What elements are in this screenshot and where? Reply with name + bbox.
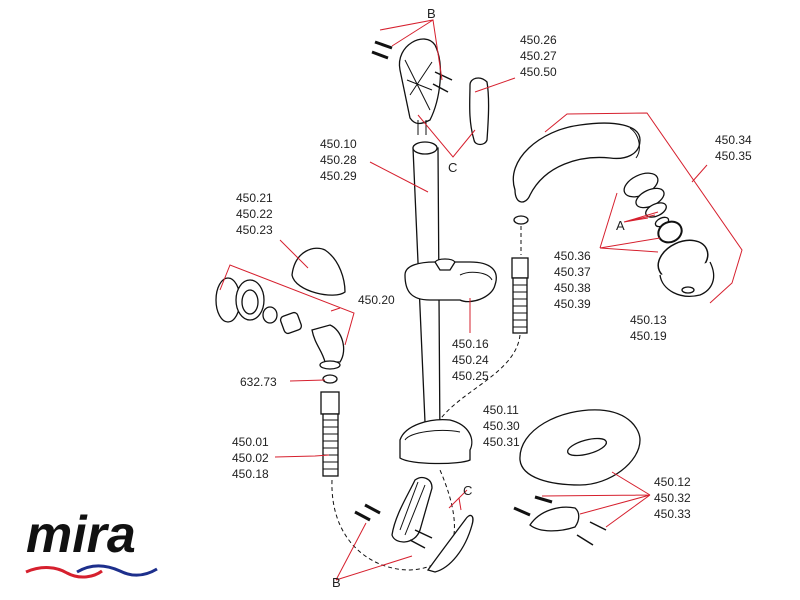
spray-plate-parts [623, 172, 715, 297]
mira-logo: mira [25, 506, 158, 579]
label-outlet-cover: 450.21 450.22 450.23 [236, 191, 273, 237]
hose [320, 391, 340, 477]
label-washer: 632.73 [240, 375, 277, 389]
label-slider: 450.16 450.24 450.25 [452, 337, 489, 383]
top-bracket [371, 38, 453, 135]
handset-washer [513, 215, 529, 225]
letter-c-bottom: C [463, 483, 473, 498]
letter-b-top: B [427, 6, 436, 21]
letter-b-bottom: B [332, 575, 341, 590]
soap-dish-bracket [513, 495, 607, 546]
letter-a: A [616, 218, 625, 233]
handset-hose-end [511, 257, 529, 334]
label-lower-bracket: 450.11 450.30 450.31 [483, 403, 520, 449]
outlet-elbow-kit [215, 277, 345, 370]
soap-dish [519, 409, 641, 486]
outlet-cover [291, 247, 346, 296]
label-handset-holder-cover: 450.26 450.27 450.50 [520, 33, 557, 79]
label-spray-plate-parts: 450.36 450.37 450.38 450.39 [554, 249, 591, 311]
leader-lines [219, 19, 743, 581]
top-bracket-cover [469, 77, 490, 146]
label-soap-dish: 450.12 450.32 450.33 [654, 475, 691, 521]
washer [322, 374, 338, 384]
handset [512, 122, 641, 203]
label-handset: 450.34 450.35 [715, 133, 752, 163]
lower-bracket-cover [426, 514, 474, 573]
label-riser-rail: 450.10 450.28 450.29 [320, 137, 357, 183]
letter-c-top: C [448, 160, 458, 175]
slider [404, 258, 497, 303]
label-spray-head: 450.13 450.19 [630, 313, 667, 343]
label-hose: 450.01 450.02 450.18 [232, 435, 269, 481]
lower-bracket-body [354, 477, 433, 549]
label-outlet-elbow-kit: 450.20 [358, 293, 395, 307]
hose-loop [331, 469, 455, 571]
logo-text: mira [26, 506, 136, 564]
lower-bracket [399, 419, 473, 465]
